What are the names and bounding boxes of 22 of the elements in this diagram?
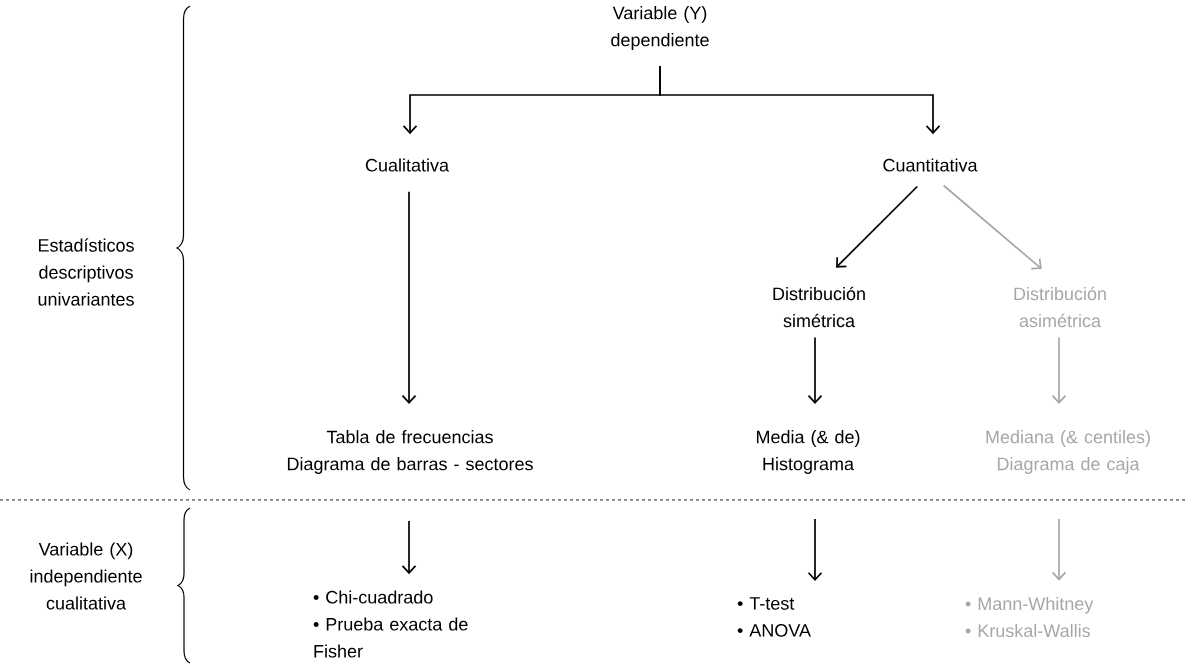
arrow <box>659 65 941 135</box>
result-text: Tabla de frecuencias Diagrama de barras - sectores <box>287 430 533 474</box>
arrow <box>942 184 1042 270</box>
category-label: Distribución simétrica <box>773 286 865 328</box>
arrow <box>1051 518 1067 581</box>
category-label: Cuantitativa <box>883 158 978 172</box>
arrow <box>807 518 823 581</box>
result-text: Mediana (& centiles) Diagrama de caja <box>986 430 1150 474</box>
arrow <box>836 185 919 268</box>
arrow <box>401 520 417 575</box>
test-list: • Mann-Whitney • Kruskal-Wallis <box>965 596 1094 638</box>
test-list: • T-test • ANOVA <box>737 597 811 637</box>
test-list: • Chi-cuadrado • Prueba exacta de Fisher <box>313 590 468 658</box>
result-text: Media (& de) Histograma <box>756 430 860 474</box>
category-label: Distribución asimétrica <box>1014 286 1106 328</box>
arrow <box>401 190 417 404</box>
side-label: Estadísticos descriptivos univariantes <box>38 238 134 306</box>
arrow <box>1051 336 1067 404</box>
side-label: Variable (X) independiente cualitativa <box>30 542 142 610</box>
category-label: Variable (Y) dependiente <box>611 6 709 50</box>
category-label: Cualitativa <box>365 158 449 172</box>
arrow <box>807 336 823 404</box>
